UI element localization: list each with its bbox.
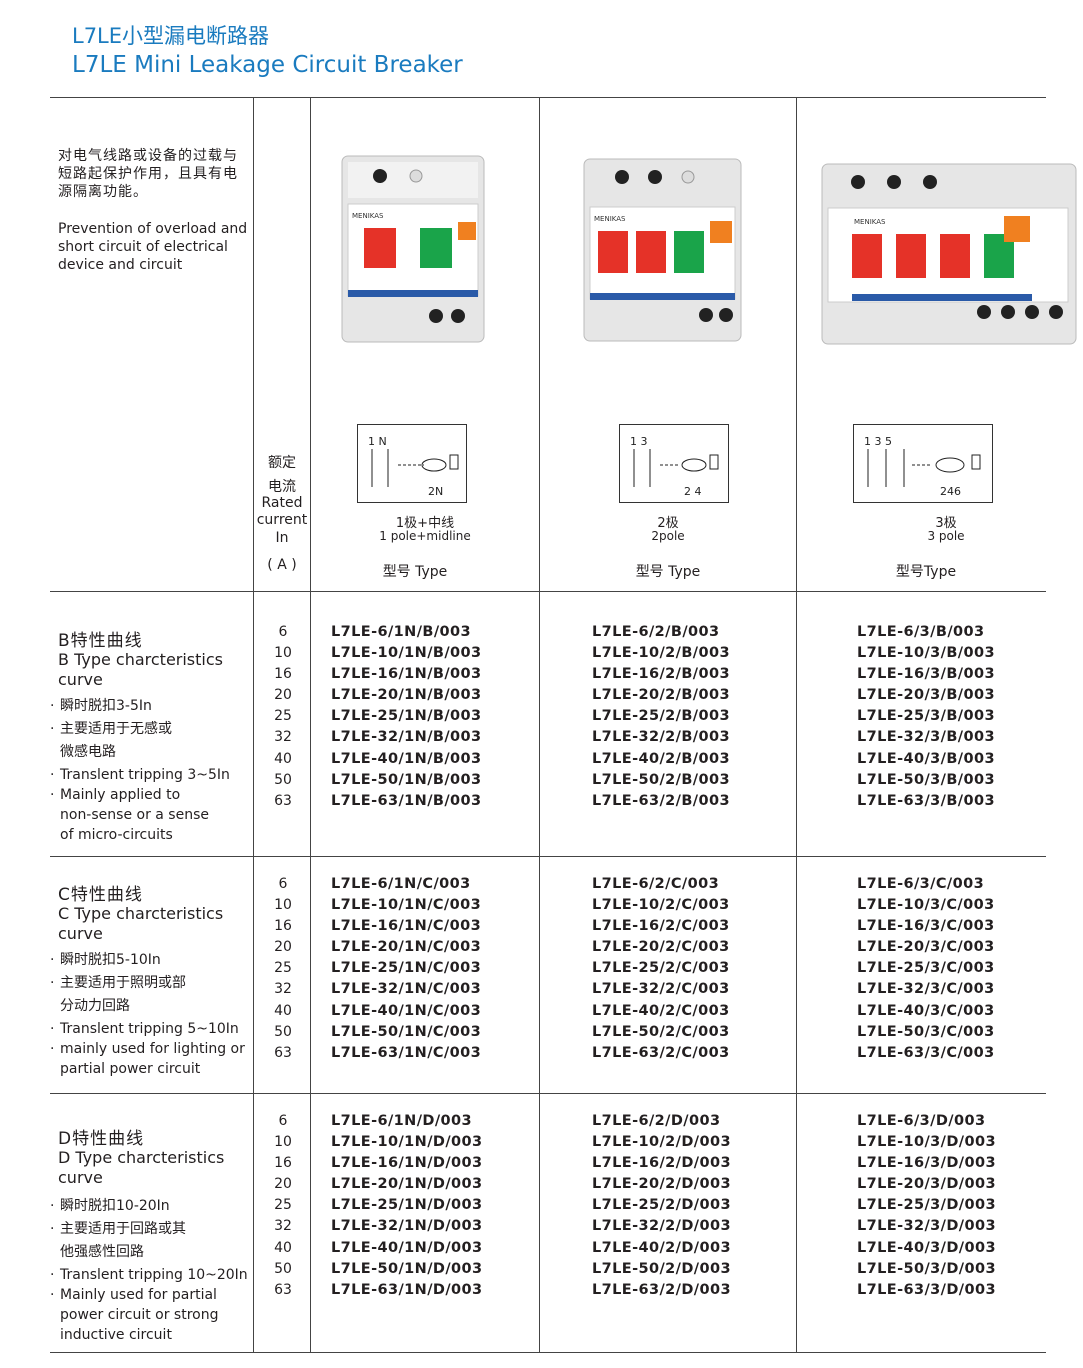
table-bottom-border [50,1352,1046,1353]
svg-text:1 3: 1 3 [630,435,648,448]
section-divider-d [50,1093,1046,1094]
rated-current-symbol: In [275,530,289,546]
section-c-title-cn: C特性曲线 [58,885,143,905]
section-divider-b [50,591,1046,592]
rated-current-unit: ( A ) [267,557,297,573]
section-divider-c [50,856,1046,857]
wiring-diagram-1p-n: 1 N 2N [357,424,467,503]
page-title-cn: L7LE小型漏电断路器 [72,24,270,48]
svg-text:2 4: 2 4 [684,485,702,498]
pole-label-cn-1: 1极+中线 [395,516,455,531]
table-top-border [50,97,1046,98]
wiring-diagram-3p: 1 3 5 246 [853,424,993,503]
column-divider-3 [539,97,540,1353]
pole-label-en-1: 1 pole+midline [379,529,471,543]
pole-label-en-2: 2pole [651,529,685,543]
column-divider-2 [310,97,311,1353]
rated-current-en-1: Rated [261,495,303,511]
pole-label-en-3: 3 pole [927,529,965,543]
breaker-1p-n-image: MENIKAS [341,155,485,343]
section-b-title-cn: B特性曲线 [58,631,143,651]
wiring-diagram-2p: 1 3 2 4 [619,424,729,503]
svg-text:MENIKAS: MENIKAS [854,218,886,226]
pole-label-cn-2: 2极 [657,516,679,531]
rated-current-cn-2: 电流 [268,479,296,495]
breaker-3p-image: MENIKAS [821,163,1077,345]
svg-text:MENIKAS: MENIKAS [352,212,384,220]
page-title-en: L7LE Mini Leakage Circuit Breaker [72,52,463,78]
type-label-3: 型号Type [895,564,957,580]
svg-text:2N: 2N [428,485,443,498]
type-label-2: 型号 Type [635,564,701,580]
column-divider-1 [253,97,254,1353]
svg-text:1 3 5: 1 3 5 [864,435,892,448]
breaker-2p-image: MENIKAS [583,158,742,342]
pole-label-cn-3: 3极 [935,516,957,531]
section-b-notes: ·瞬时脱扣3-5In ·主要适用于无感或 微感电路 ·Translent tri… [50,698,230,843]
section-b-title-en: B Type charcteristics curve [58,650,223,689]
type-label-1: 型号 Type [382,564,448,580]
rated-current-cn-1: 额定 [268,455,296,471]
svg-text:1 N: 1 N [368,435,387,448]
section-c-title-en: C Type charcteristics curve [58,904,224,943]
section-d-title-en: D Type charcteristics curve [58,1148,225,1187]
section-c-notes: ·瞬时脱扣5-10In ·主要适用于照明或部 分动力回路 ·Translent … [50,952,245,1077]
svg-text:MENIKAS: MENIKAS [594,215,626,223]
rated-current-en-2: current [256,512,308,528]
svg-text:246: 246 [940,485,961,498]
description-en: Prevention of overload and short circuit… [58,221,248,273]
section-d-notes: ·瞬时脱扣10-20In ·主要适用于回路或其 他强感性回路 ·Translen… [50,1198,248,1343]
column-divider-4 [796,97,797,1353]
section-d-title-cn: D特性曲线 [58,1129,145,1149]
description-cn: 对电气线路或设备的过载与短路起保护作用，且具有电源隔离功能。 [58,148,238,200]
